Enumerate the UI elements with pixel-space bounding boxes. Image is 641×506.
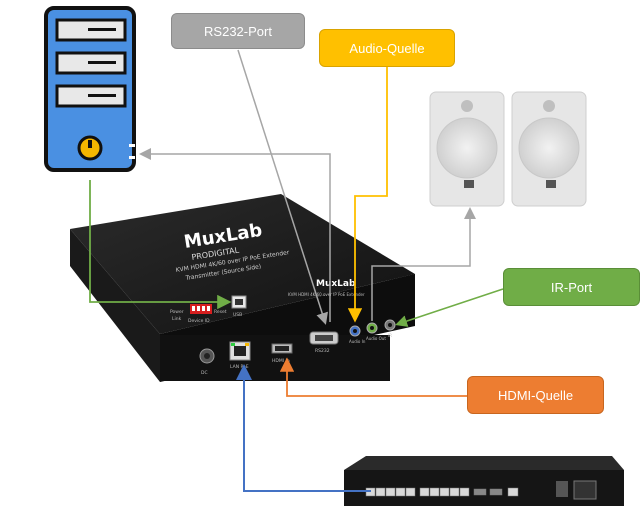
callout-rs232-port: RS232-Port xyxy=(171,13,305,49)
port-audio-out-label: Audio Out xyxy=(366,336,386,341)
usb-return-connection-line xyxy=(139,148,331,322)
port-audio-in-label: Audio In xyxy=(349,339,366,344)
port-ir-label: IR xyxy=(388,333,392,338)
audio-source-connection-line xyxy=(347,67,388,323)
usb-connection-line xyxy=(89,180,232,310)
hdmi-connection-line xyxy=(279,357,467,397)
lan-connection-line xyxy=(236,364,371,492)
device-front-brand: MuxLab xyxy=(316,279,356,289)
callout-ir-port: IR-Port xyxy=(503,268,640,306)
audio-out-connection-line xyxy=(371,207,476,321)
port-link-label: Link xyxy=(172,316,182,322)
port-dc-label: DC xyxy=(201,370,208,376)
port-lan-label: LAN PoE xyxy=(230,364,249,370)
port-usb-label: USB xyxy=(233,312,242,318)
port-reset-label: Reset xyxy=(214,309,227,315)
port-device-id-label: Device ID xyxy=(188,318,210,324)
device-front-title: KVM HDMI 4K/60 over IP PoE Extender xyxy=(288,292,365,297)
callout-hdmi-source: HDMI-Quelle xyxy=(467,376,604,414)
port-rs232-label: RS232 xyxy=(315,348,330,354)
ir-connection-line xyxy=(395,288,504,327)
speaker-icon xyxy=(429,91,587,207)
tower-pc-icon xyxy=(44,6,136,172)
callout-audio-source: Audio-Quelle xyxy=(319,29,455,67)
kvm-extender-device: MuxLab PRODIGITAL KVM HDMI 4K/60 over IP… xyxy=(70,194,415,382)
network-switch-icon xyxy=(344,456,624,506)
rs232-connection-line xyxy=(237,49,328,325)
port-power-label: Power xyxy=(170,309,184,315)
